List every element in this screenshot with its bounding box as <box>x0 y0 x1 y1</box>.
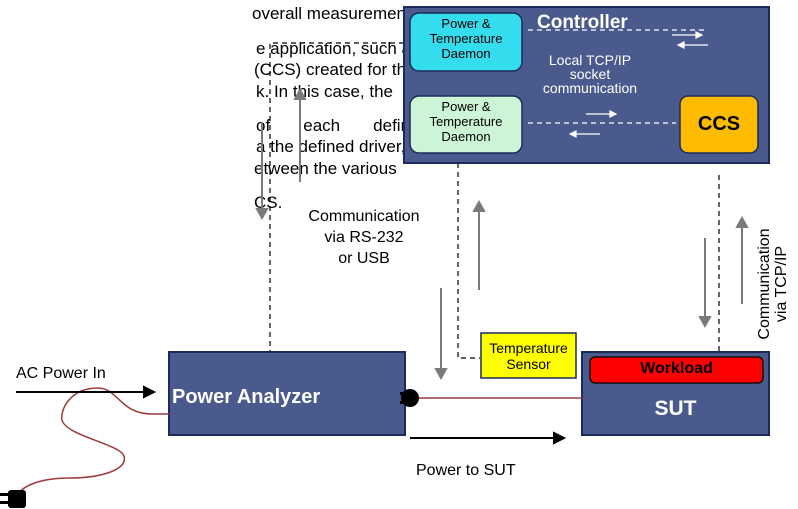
power-analyzer-label: Power Analyzer <box>172 386 321 408</box>
tcpip-link-label: Communication via TCP/IP <box>756 228 790 340</box>
temperature-sensor-label: Temperature Sensor <box>489 340 568 372</box>
ccs-box <box>679 95 759 154</box>
ccs-label: CCS <box>697 113 741 135</box>
rs232-link-label: Communication via RS-232 or USB <box>308 208 420 267</box>
plug-icon <box>400 389 419 407</box>
daemon-top-box <box>409 12 523 72</box>
paragraph-line: etween the various <box>254 159 397 178</box>
temperature-sensor-box <box>480 332 577 379</box>
paragraph-line: a the defined driver, <box>256 137 406 156</box>
workload-label: Workload <box>640 360 713 377</box>
ac-power-in-label: AC Power In <box>16 365 106 382</box>
power-to-sut-label: Power to SUT <box>416 462 516 479</box>
ac-power-cable <box>15 387 169 499</box>
paragraph-line: k. In this case, the <box>256 82 394 101</box>
paragraph-line: e application, such as <box>256 39 420 58</box>
sensor-link-line <box>457 163 480 359</box>
workload-box <box>589 356 764 384</box>
daemon-bottom-box <box>409 95 523 154</box>
daemon-bottom-label: Power & Temperature Daemon <box>429 99 503 144</box>
controller-title: Controller <box>537 12 628 33</box>
local-link-label: Local TCP/IP socket communication <box>542 52 638 96</box>
sut-label: SUT <box>654 397 697 420</box>
ac-plug-icon <box>0 490 26 508</box>
daemon-top-label: Power & Temperature Daemon <box>429 16 503 61</box>
rs232-link-line <box>269 42 404 352</box>
paragraph-line: (CCS) created for the <box>254 60 416 79</box>
